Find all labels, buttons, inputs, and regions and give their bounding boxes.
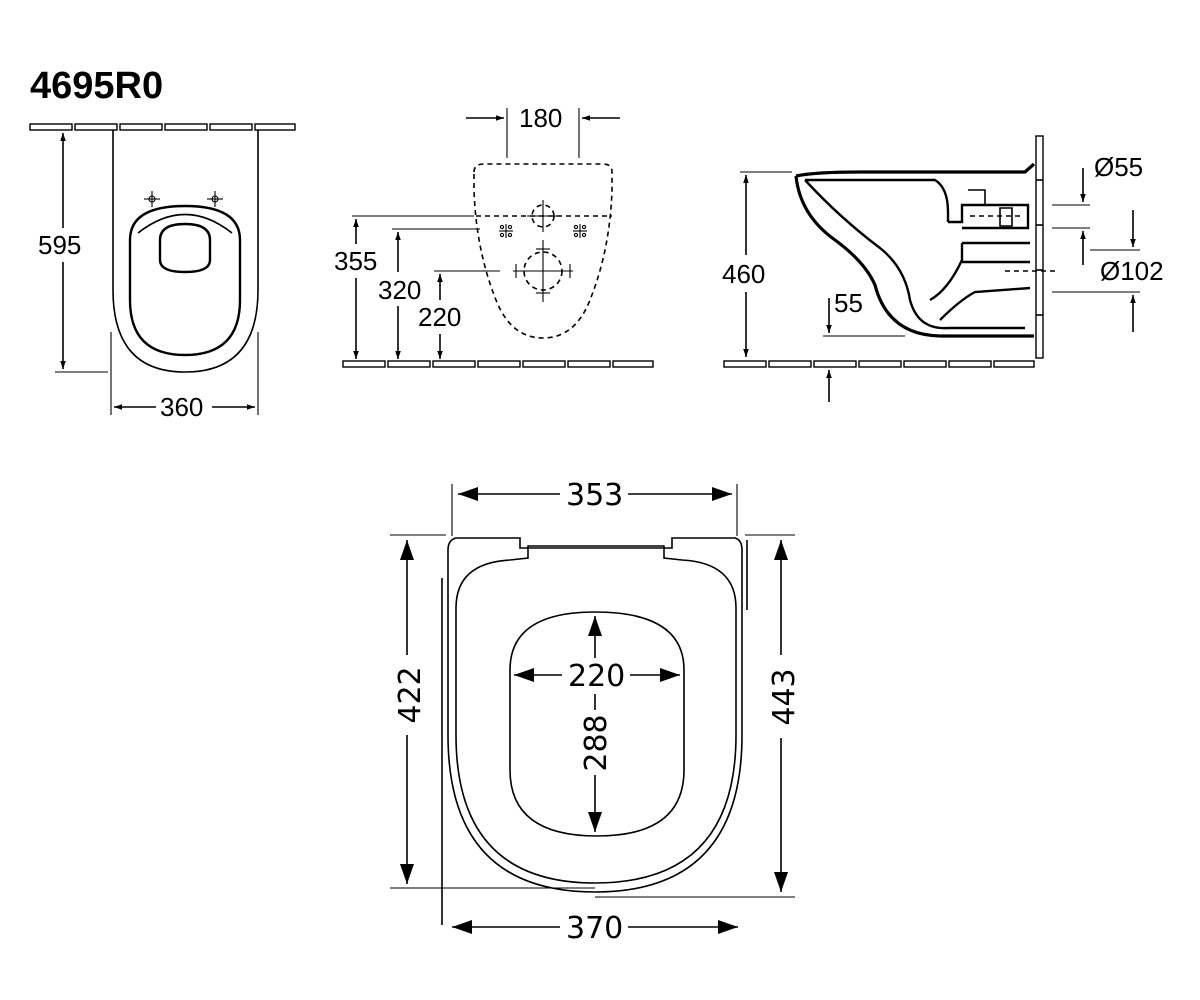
outlet-diameter-label: Ø102 <box>1100 256 1164 286</box>
wall-strip-top <box>29 123 296 131</box>
front-width-label: 360 <box>160 392 203 422</box>
floor-strip-side-view <box>723 360 1035 368</box>
seat-opening <box>509 611 685 837</box>
wall-height-320-label: 320 <box>378 275 421 305</box>
side-height-label: 460 <box>722 259 765 289</box>
fixing-hole-icon <box>499 224 513 238</box>
inlet-hole-icon <box>527 200 559 232</box>
floor-strip-wall-view <box>342 360 654 368</box>
wall-height-355-label: 355 <box>334 246 377 276</box>
seat-lid-line <box>455 545 737 884</box>
front-view: 595 360 <box>29 123 296 422</box>
side-offset-label: 55 <box>834 288 863 318</box>
wall-view: 180 355 320 220 <box>334 103 654 368</box>
bowl-outline <box>112 130 259 373</box>
wall-spacing-label: 180 <box>519 103 562 133</box>
seat-left-length-label: 422 <box>393 666 428 723</box>
model-title: 4695R0 <box>30 65 163 107</box>
wall-height-220-label: 220 <box>418 302 461 332</box>
seat-view: 353 370 422 443 220 288 <box>390 478 802 946</box>
seat-outline <box>447 537 743 893</box>
bowl-inner <box>158 222 212 274</box>
seat-bottom-width-label: 370 <box>566 911 623 946</box>
inlet-diameter-label: Ø55 <box>1094 152 1143 182</box>
fixing-point-icon <box>144 191 160 207</box>
bowl-profile-inner <box>804 178 1025 330</box>
front-height-label: 595 <box>38 230 81 260</box>
bowl-profile-outer <box>794 162 1036 338</box>
fixing-point-icon <box>207 191 223 207</box>
seat-top-width-label: 353 <box>566 478 623 513</box>
seat-right-length-label: 443 <box>767 668 802 725</box>
outlet-hole-icon <box>513 240 573 302</box>
seat-opening-width-label: 220 <box>568 659 625 694</box>
fixing-hole-icon <box>573 224 587 238</box>
side-view: 460 55 Ø55 Ø102 <box>722 135 1164 402</box>
wall-outline-dashed <box>473 163 613 339</box>
seat-opening-length-label: 288 <box>579 714 614 771</box>
bowl-rim <box>128 204 242 357</box>
